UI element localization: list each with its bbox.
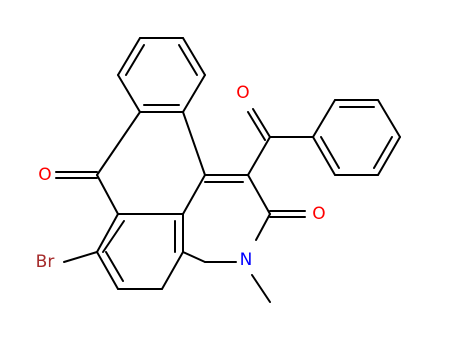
bromine-label: Br bbox=[36, 252, 55, 272]
bond bbox=[251, 274, 271, 303]
bond bbox=[247, 174, 271, 215]
ketone-oxygen-label: O bbox=[38, 165, 51, 185]
bond bbox=[182, 174, 206, 215]
bond bbox=[312, 136, 336, 176]
nitrogen-label: N bbox=[240, 250, 253, 270]
bond bbox=[247, 136, 271, 176]
bond bbox=[105, 251, 124, 282]
bond bbox=[117, 37, 141, 76]
bond bbox=[96, 213, 119, 253]
bond bbox=[161, 251, 184, 290]
bond bbox=[125, 44, 145, 76]
bond bbox=[247, 111, 266, 141]
bond bbox=[182, 37, 206, 76]
bond bbox=[178, 44, 198, 76]
atom-labels: O O O N Br bbox=[36, 83, 326, 272]
bond bbox=[252, 108, 271, 138]
benzoyl-oxygen-label: O bbox=[236, 83, 249, 103]
bond bbox=[320, 136, 340, 169]
bond bbox=[373, 136, 393, 169]
bond bbox=[63, 251, 98, 263]
bond bbox=[96, 111, 141, 176]
amide-oxygen-label: O bbox=[312, 204, 325, 224]
bond bbox=[182, 111, 206, 176]
bond bbox=[182, 74, 206, 113]
bonds bbox=[55, 37, 401, 303]
bond bbox=[96, 251, 119, 290]
bond bbox=[377, 99, 401, 138]
bond bbox=[117, 74, 141, 113]
bond bbox=[182, 251, 206, 263]
bond bbox=[255, 213, 271, 241]
bond bbox=[102, 220, 125, 253]
bond bbox=[312, 99, 336, 138]
bond bbox=[377, 136, 401, 176]
bond bbox=[96, 174, 119, 215]
